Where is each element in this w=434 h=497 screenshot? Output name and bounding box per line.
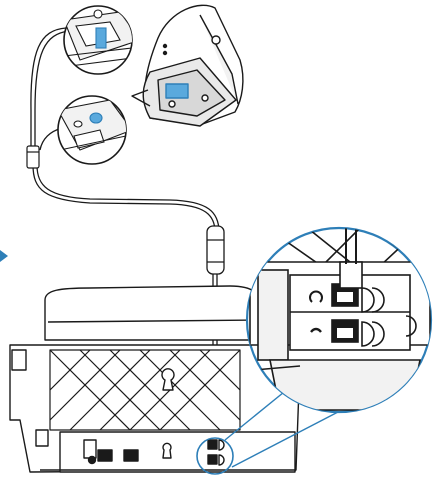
phone-port-2 (124, 450, 138, 461)
phone-lattice (50, 350, 240, 430)
triangle-right-icon (0, 250, 8, 262)
wall-mount-keyhole (162, 369, 174, 390)
headset-base-station (132, 5, 243, 126)
inline-module (207, 226, 224, 274)
inset-middle-jack (58, 96, 132, 164)
phone-port-headset (208, 440, 217, 449)
inset-top-connector (64, 6, 140, 74)
cable-main (33, 165, 215, 232)
phone-port-handset (208, 455, 217, 464)
phone-handset (45, 286, 262, 340)
y-splitter (27, 146, 39, 168)
phone-port-1 (98, 450, 112, 461)
inset-jack-detail (247, 200, 431, 412)
